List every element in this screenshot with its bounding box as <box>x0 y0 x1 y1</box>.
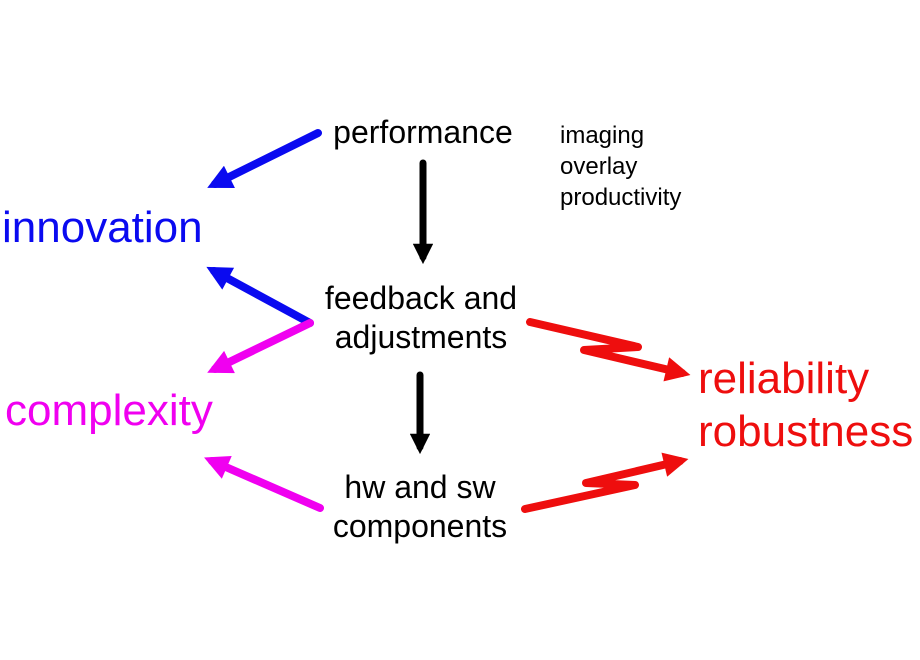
aspect-imaging: imaging <box>560 122 645 149</box>
feedback-line-2: adjustments <box>334 319 508 355</box>
arrow-components-to-reliability-zigzag <box>521 452 689 513</box>
arrow-feedback-to-complexity <box>207 319 314 374</box>
arrow-feedback-to-reliability-zigzag <box>526 318 691 382</box>
arrow-performance-to-innovation <box>207 129 322 188</box>
node-performance-aspects: imaging overlay productivity <box>560 120 681 213</box>
aspect-productivity: productivity <box>560 184 682 211</box>
reliability-line: reliability <box>698 354 870 403</box>
components-line-1: hw and sw <box>344 469 496 505</box>
feedback-line-1: feedback and <box>324 280 518 316</box>
robustness-line: robustness <box>698 407 914 456</box>
arrow-feedback-to-innovation <box>206 266 314 327</box>
arrow-components-to-complexity <box>204 456 324 512</box>
node-reliability-robustness: reliability robustness <box>698 352 913 458</box>
components-line-2: components <box>332 508 508 544</box>
node-complexity: complexity <box>5 386 213 435</box>
node-feedback-adjustments: feedback and adjustments <box>296 279 546 357</box>
node-performance: performance <box>333 114 513 150</box>
node-hw-sw-components: hw and sw components <box>295 468 545 546</box>
aspect-overlay: overlay <box>560 153 638 180</box>
node-innovation: innovation <box>2 203 203 252</box>
